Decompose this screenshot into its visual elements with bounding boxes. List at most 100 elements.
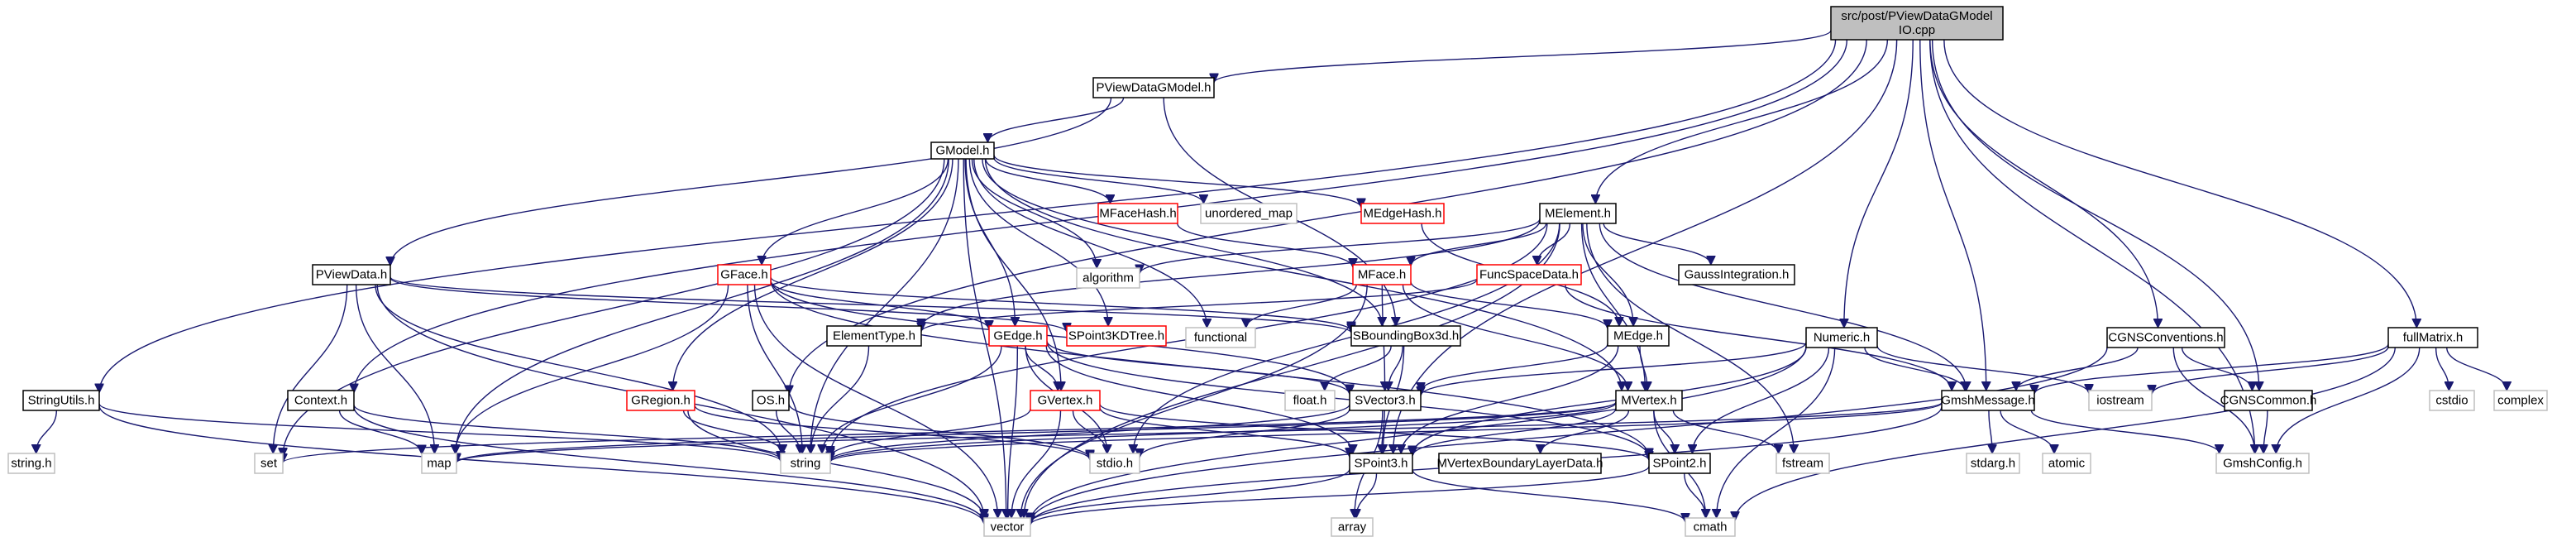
edge-mface-to-mvertex	[1402, 284, 1628, 391]
edge-svector3-to-stdio	[1140, 408, 1350, 458]
edge-gface-to-map	[455, 284, 729, 453]
node-label-elementtype: ElementType.h	[833, 329, 915, 343]
edge-root-to-fullmatrix	[1943, 39, 2416, 328]
node-label-spoint3: SPoint3.h	[1354, 457, 1407, 471]
node-numeric[interactable]: Numeric.h	[1805, 327, 1878, 348]
node-label-gmodel: GModel.h	[935, 144, 989, 158]
node-label-gauss: GaussIntegration.h	[1685, 268, 1790, 282]
node-map: map	[421, 453, 457, 474]
node-string: string	[780, 453, 831, 474]
edge-gmodel-to-mvertex	[984, 158, 1622, 391]
node-funcspace[interactable]: FuncSpaceData.h	[1476, 264, 1582, 285]
node-mface[interactable]: MFace.h	[1352, 264, 1412, 285]
node-mvertex[interactable]: MVertex.h	[1615, 390, 1683, 411]
node-label-mfacehash: MFaceHash.h	[1099, 207, 1176, 221]
edge-root-to-gmshmsg	[1919, 39, 1986, 391]
node-cgnscommon[interactable]: CGNSCommon.h	[2220, 390, 2317, 411]
edge-numeric-to-vector	[1030, 345, 1807, 522]
node-medge[interactable]: MEdge.h	[1607, 325, 1670, 347]
node-gauss[interactable]: GaussIntegration.h	[1678, 264, 1795, 285]
node-context[interactable]: Context.h	[287, 390, 355, 411]
node-box-svector3	[1349, 390, 1422, 411]
edge-pviewdata-to-sbbox	[390, 276, 1351, 333]
node-gface[interactable]: GFace.h	[717, 264, 772, 285]
node-cmath: cmath	[1685, 517, 1736, 537]
node-spoint3[interactable]: SPoint3.h	[1349, 453, 1413, 474]
node-box-pvgm	[1092, 77, 1215, 98]
node-box-string	[780, 453, 831, 474]
edge-root-to-cgnsconv	[1929, 39, 2158, 328]
edge-spoint2-to-vector	[1030, 466, 1650, 525]
node-gregion[interactable]: GRegion.h	[626, 390, 695, 411]
node-osh[interactable]: OS.h	[752, 390, 790, 411]
edge-pviewdata-to-string	[375, 284, 781, 453]
node-label-gedge: GEdge.h	[993, 329, 1042, 343]
node-cgnsconv[interactable]: CGNSConventions.h	[2106, 327, 2225, 348]
node-label-pvgm: PViewDataGModel.h	[1097, 81, 1212, 95]
node-label-stdio: stdio.h	[1097, 457, 1133, 471]
node-gvertex[interactable]: GVertex.h	[1030, 390, 1101, 411]
node-pvgm[interactable]: PViewDataGModel.h	[1092, 77, 1215, 98]
node-box-melement	[1539, 203, 1617, 224]
edge-fullmatrix-to-gmshconfig	[2276, 347, 2421, 453]
edge-gmodel-to-gvertex	[965, 158, 1061, 391]
node-strutils[interactable]: StringUtils.h	[22, 390, 100, 411]
node-array: array	[1331, 517, 1374, 537]
node-label-numeric: Numeric.h	[1814, 331, 1870, 345]
node-box-atomic	[2042, 453, 2091, 474]
node-fullmatrix[interactable]: fullMatrix.h	[2387, 327, 2478, 348]
node-set: set	[254, 453, 284, 474]
node-iostream: iostream	[2088, 390, 2153, 411]
node-svector3[interactable]: SVector3.h	[1349, 390, 1422, 411]
node-melement[interactable]: MElement.h	[1539, 203, 1617, 224]
node-box-cgnscommon	[2224, 390, 2313, 411]
node-label-strutils: StringUtils.h	[28, 394, 95, 408]
node-mfacehash[interactable]: MFaceHash.h	[1097, 203, 1178, 224]
node-box-fstream	[1775, 453, 1830, 474]
edge-gmodel-to-gedge	[964, 158, 1015, 326]
node-elementtype[interactable]: ElementType.h	[826, 325, 922, 347]
edge-fullmatrix-to-cmath	[1735, 347, 2396, 520]
edge-strutils-to-string	[98, 403, 781, 463]
edge-svector3-to-spoint3	[1382, 410, 1384, 453]
node-functional: functional	[1185, 327, 1256, 348]
node-vector: vector	[983, 517, 1031, 537]
node-label-cgnscommon: CGNSCommon.h	[2220, 394, 2317, 408]
edge-pviewdata-to-spoint3kd	[390, 277, 1067, 333]
node-label-cgnsconv: CGNSConventions.h	[2108, 331, 2223, 345]
node-spoint3kd[interactable]: SPoint3KDTree.h	[1066, 325, 1167, 347]
node-gmshmsg[interactable]: GmshMessage.h	[1941, 390, 2035, 411]
edge-medge-to-svector3	[1421, 343, 1608, 392]
node-label-mvbl: MVertexBoundaryLayerData.h	[1437, 457, 1603, 471]
edge-osh-to-stdio	[788, 403, 1090, 459]
node-spoint2[interactable]: SPoint2.h	[1648, 453, 1711, 474]
node-gedge[interactable]: GEdge.h	[988, 325, 1048, 347]
node-label-medge: MEdge.h	[1613, 329, 1663, 343]
node-sbbox[interactable]: SBoundingBox3d.h	[1350, 325, 1461, 347]
edge-gmodel-to-set	[283, 158, 945, 457]
node-label-melement: MElement.h	[1545, 207, 1611, 221]
node-pviewdata[interactable]: PViewData.h	[312, 264, 391, 285]
edge-gmodel-to-vector	[963, 158, 1006, 518]
edge-gmodel-to-functional	[973, 158, 1207, 328]
edge-gregion-to-string	[682, 410, 783, 454]
edge-root-to-osh	[789, 39, 1867, 395]
node-gmodel[interactable]: GModel.h	[930, 141, 995, 160]
node-mvbl[interactable]: MVertexBoundaryLayerData.h	[1437, 453, 1603, 474]
edge-medge-to-mvertex	[1639, 345, 1647, 391]
node-label-mface: MFace.h	[1358, 268, 1406, 282]
node-box-gface	[717, 264, 772, 285]
node-stringh: string.h	[7, 453, 55, 474]
node-box-medgehash	[1360, 203, 1445, 224]
edge-root-to-strutils	[99, 39, 1837, 393]
node-label-set: set	[260, 457, 278, 471]
edge-gmodel-to-gregion	[673, 158, 953, 391]
node-medgehash[interactable]: MEdgeHash.h	[1360, 203, 1445, 224]
node-box-vector	[983, 517, 1031, 537]
edge-numeric-to-svector3	[1421, 342, 1807, 396]
node-box-mvbl	[1438, 453, 1602, 474]
edge-sbbox-to-floath	[1325, 345, 1392, 391]
nodes-layer: src/post/PViewDataGModelIO.cppPViewDataG…	[7, 6, 2548, 537]
node-box-fullmatrix	[2387, 327, 2478, 348]
